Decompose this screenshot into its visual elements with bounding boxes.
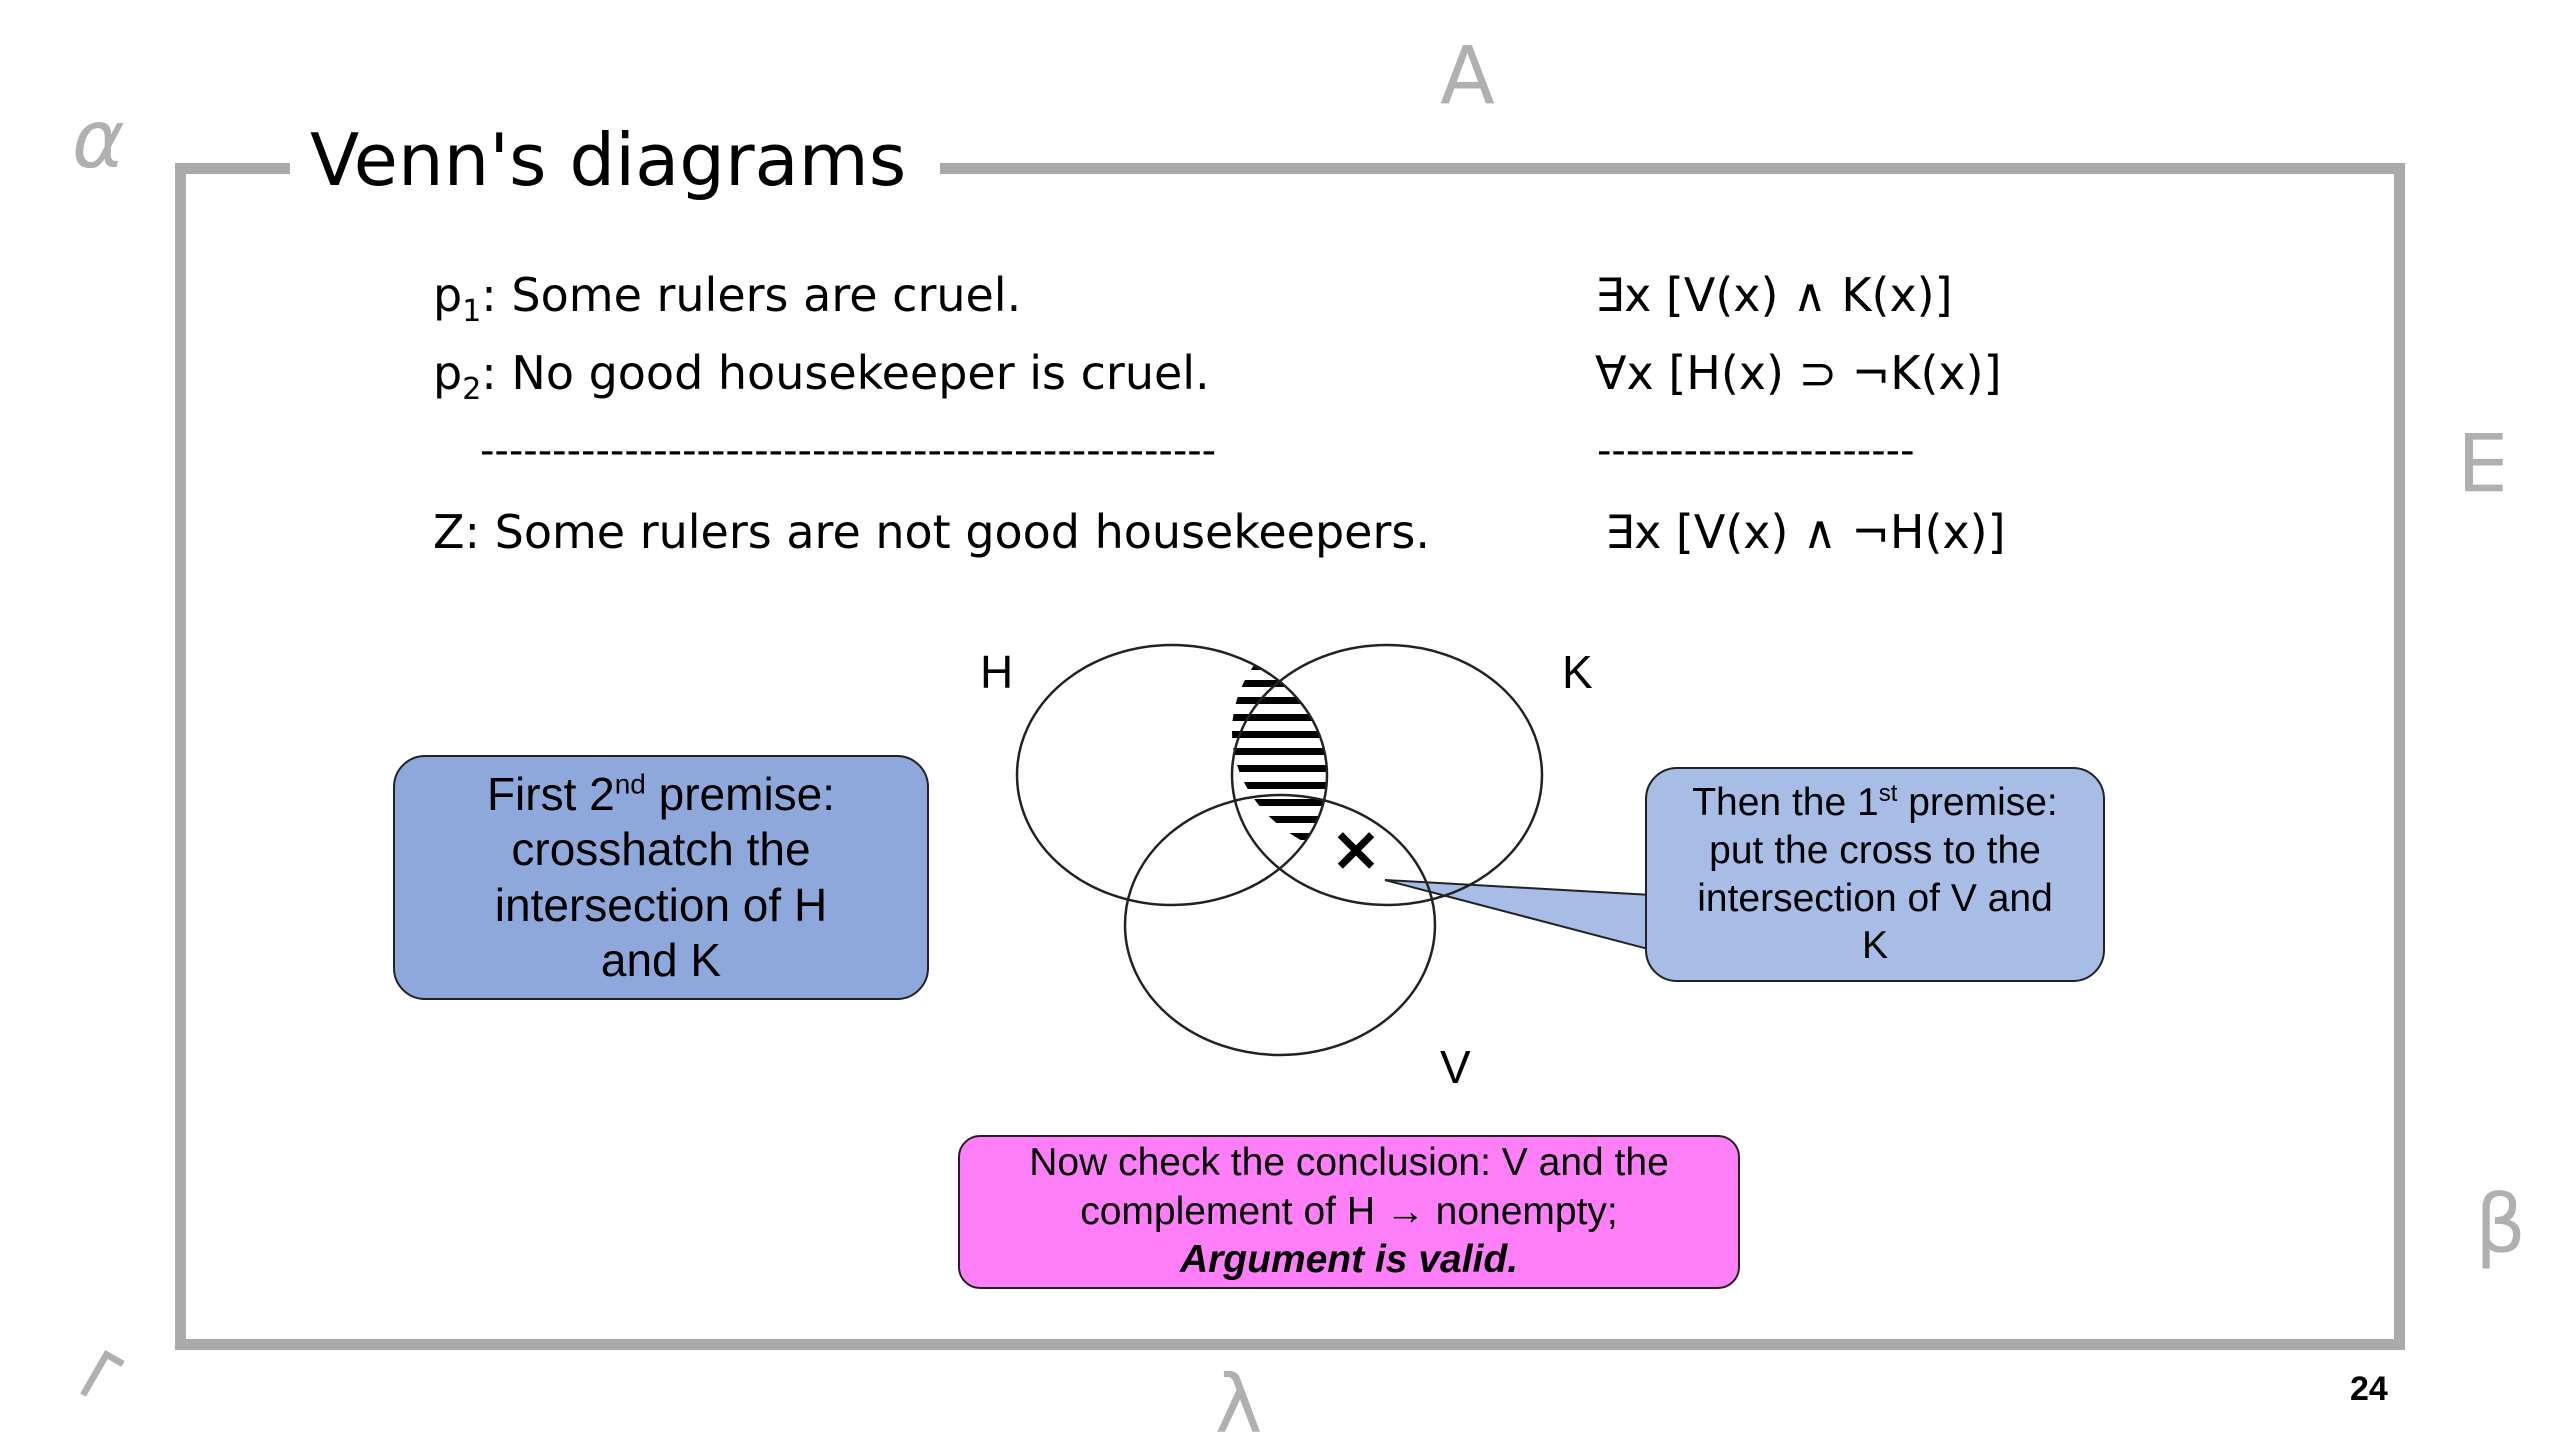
conclusion-callout-line2: complement of H → nonempty; xyxy=(1080,1189,1618,1233)
premise-1: p1: Some rulers are cruel. xyxy=(433,268,1021,329)
premise-1-subscript: 1 xyxy=(462,294,482,330)
circle-k xyxy=(1230,643,1544,907)
right-callout: Then the 1st premise: put the cross to t… xyxy=(1645,767,2105,982)
label-k: K xyxy=(1562,646,1593,698)
conclusion-callout-line3: Argument is valid. xyxy=(1179,1238,1519,1282)
right-callout-line2: put the cross to the xyxy=(1709,828,2041,872)
left-callout-line2: crosshatch the xyxy=(511,823,811,876)
separator-right: ---------------------- xyxy=(1597,428,1915,474)
title-gap xyxy=(290,140,940,190)
premise-2-subscript: 2 xyxy=(462,372,482,408)
lambda-symbol: λ xyxy=(1215,1358,1263,1451)
page-number: 24 xyxy=(2350,1370,2388,1408)
label-v: V xyxy=(1440,1041,1471,1093)
callout-pointer xyxy=(1384,879,1653,952)
premise-1-formula: ∃x [V(x) ∧ K(x)] xyxy=(1595,268,1953,322)
alpha-symbol: α xyxy=(72,93,125,186)
circle-v xyxy=(1123,793,1437,1057)
conclusion: Z: Some rulers are not good housekeepers… xyxy=(433,505,1430,559)
slide-title: Venn's diagrams xyxy=(310,118,907,202)
conclusion-callout: Now check the conclusion: V and the comp… xyxy=(958,1135,1740,1289)
premise-2: p2: No good housekeeper is cruel. xyxy=(433,346,1210,407)
premise-2-text: : No good housekeeper is cruel. xyxy=(481,346,1210,400)
left-callout-line1: First 2nd premise: xyxy=(486,768,836,821)
slide-frame xyxy=(175,163,2405,1350)
right-callout-line3: intersection of V and xyxy=(1697,876,2053,920)
left-callout-line3: intersection of H xyxy=(494,878,828,931)
right-callout-line1: Then the 1st premise: xyxy=(1692,780,2058,825)
premise-1-prefix: p xyxy=(433,268,463,322)
right-callout-line4: K xyxy=(1861,924,1888,968)
premise-2-prefix: p xyxy=(433,346,463,400)
premise-2-formula: ∀x [H(x) ⊃ ¬K(x)] xyxy=(1595,346,2002,400)
cross-mark: × xyxy=(1330,812,1382,885)
left-callout: First 2nd premise: crosshatch the inters… xyxy=(393,755,929,1000)
beta-symbol: β xyxy=(2475,1178,2527,1271)
left-callout-line4: and K xyxy=(600,933,722,986)
conclusion-callout-line1: Now check the conclusion: V and the xyxy=(1029,1140,1669,1184)
conclusion-formula: ∃x [V(x) ∧ ¬H(x)] xyxy=(1605,505,2006,559)
separator-left: ----------------------------------------… xyxy=(480,428,1217,474)
label-h: H xyxy=(980,646,1014,698)
circle-h xyxy=(1015,643,1329,907)
premise-1-text: : Some rulers are cruel. xyxy=(481,268,1022,322)
